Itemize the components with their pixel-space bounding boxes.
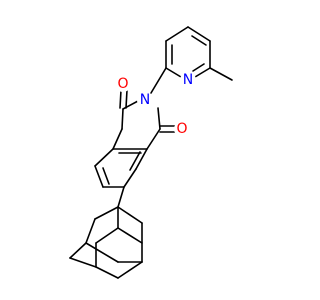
bond (165, 26, 189, 42)
label-bg (174, 121, 190, 137)
pyridine-nitrogen-label: N (183, 72, 193, 88)
bond (121, 108, 124, 130)
bond (117, 227, 143, 244)
bond (119, 89, 122, 109)
bond (69, 257, 97, 268)
bond (94, 148, 114, 167)
bond (94, 165, 104, 188)
bond (117, 186, 125, 208)
bond (146, 128, 161, 150)
bond (102, 167, 110, 185)
bonds (69, 26, 233, 279)
label-bg (137, 92, 153, 108)
bond (192, 63, 205, 72)
bond (117, 261, 143, 279)
atom-labels: O N N O (115, 72, 196, 137)
bond (95, 266, 119, 279)
bond (95, 227, 119, 244)
bond (150, 67, 167, 94)
bond (209, 67, 233, 81)
bond (85, 218, 96, 244)
bond (94, 206, 119, 220)
molecule-structure: O N N O (69, 26, 233, 279)
label-bg (180, 72, 196, 88)
bond (85, 242, 119, 263)
bond (117, 206, 143, 224)
imide-nitrogen-label: N (140, 92, 150, 108)
bond (194, 67, 211, 78)
bond (135, 148, 148, 170)
bond (187, 26, 211, 42)
oxygen-right-label: O (176, 121, 187, 137)
bond (123, 168, 137, 188)
label-bg (115, 76, 131, 92)
bond (165, 67, 182, 78)
bond (125, 89, 128, 109)
bond (191, 35, 207, 46)
oxygen-top-label: O (117, 76, 128, 92)
bond (69, 242, 87, 259)
bond (129, 151, 141, 171)
structure-canvas: O N N O (69, 26, 233, 279)
bond (112, 128, 123, 150)
